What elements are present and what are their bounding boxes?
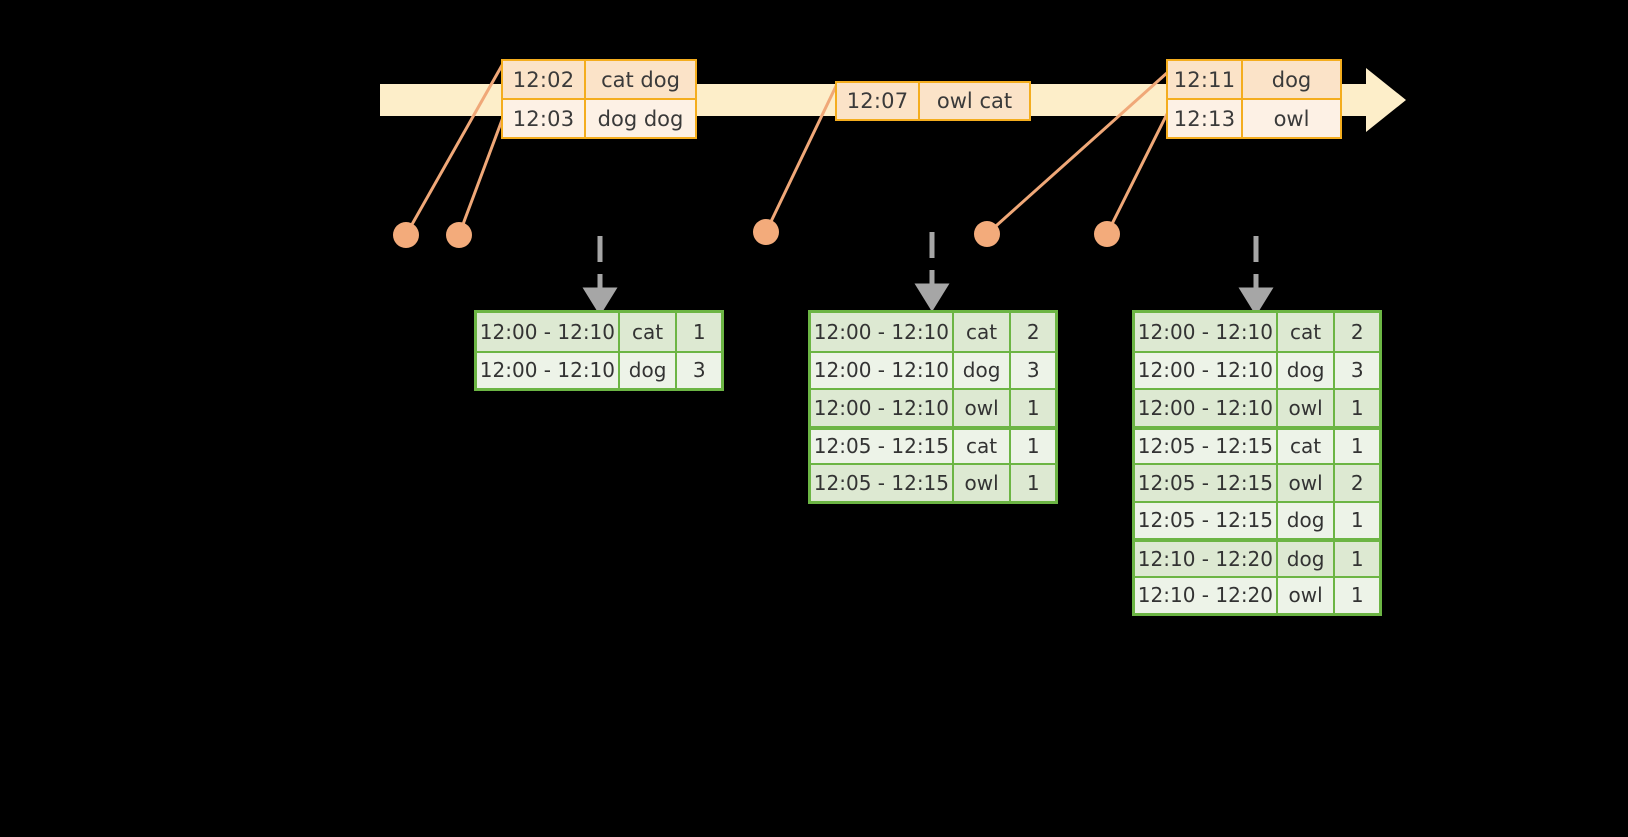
event-row: 12:13 owl [1168, 98, 1340, 137]
event-time: 12:13 [1168, 100, 1243, 137]
count-cell: 1 [692, 319, 706, 344]
event-time: 12:07 [837, 83, 920, 119]
event-words: dog [1271, 67, 1312, 92]
event-time: 12:11 [1168, 61, 1243, 98]
table-row: 12:05 - 12:15 cat 1 [1135, 425, 1379, 463]
event-words: owl cat [936, 89, 1013, 113]
event-group-3[interactable]: 12:11 dog 12:13 owl [1166, 59, 1342, 139]
count-cell: 1 [1350, 508, 1364, 533]
count-cell: 3 [1350, 358, 1364, 383]
count-cell: 1 [1026, 434, 1040, 459]
event-words: owl [1273, 106, 1310, 131]
window-cell: 12:10 - 12:20 [1135, 577, 1278, 613]
word-cell: dog [1278, 502, 1336, 538]
word-cell: owl [1278, 465, 1336, 501]
event-time: 12:02 [503, 61, 586, 98]
window-cell: 12:05 - 12:15 [1135, 465, 1278, 501]
table-row: 12:00 - 12:10 owl 1 [1135, 388, 1379, 426]
window-cell: 12:00 - 12:10 [1135, 390, 1278, 426]
table-row: 12:00 - 12:10 cat 2 [811, 313, 1055, 351]
event-time: 12:03 [503, 100, 586, 137]
table-row: 12:05 - 12:15 owl 1 [811, 463, 1055, 501]
window-cell: 12:05 - 12:15 [1135, 502, 1278, 538]
event-row: 12:11 dog [1168, 61, 1340, 98]
window-cell: 12:00 - 12:10 [811, 352, 954, 388]
word-cell: cat [1278, 429, 1336, 463]
count-cell: 1 [1350, 434, 1364, 459]
event-words: cat dog [601, 67, 680, 92]
window-cell: 12:05 - 12:15 [811, 465, 954, 501]
event-row: 12:02 cat dog [503, 61, 695, 98]
table-row: 12:00 - 12:10 owl 1 [811, 388, 1055, 426]
window-cell: 12:00 - 12:10 [1135, 313, 1278, 351]
count-cell: 3 [692, 358, 706, 383]
connector-dot-3 [753, 219, 779, 245]
word-cell: dog [954, 352, 1012, 388]
count-cell: 1 [1026, 470, 1040, 495]
event-group-1[interactable]: 12:02 cat dog 12:03 dog dog [501, 59, 697, 139]
event-row: 12:03 dog dog [503, 98, 695, 137]
word-cell: owl [954, 465, 1012, 501]
count-cell: 1 [1026, 395, 1040, 420]
word-cell: cat [620, 313, 678, 351]
timeline-arrow-head [1366, 68, 1406, 132]
window-cell: 12:05 - 12:15 [811, 429, 954, 463]
event-group-2[interactable]: 12:07 owl cat [835, 81, 1031, 121]
table-row: 12:00 - 12:10 cat 1 [477, 313, 721, 351]
count-cell: 2 [1350, 470, 1364, 495]
window-cell: 12:00 - 12:10 [477, 352, 620, 388]
event-row: 12:07 owl cat [837, 83, 1029, 119]
connector-dot-2 [446, 222, 472, 248]
word-cell: cat [954, 313, 1012, 351]
word-cell: owl [1278, 577, 1336, 613]
result-table-3[interactable]: 12:00 - 12:10 cat 2 12:00 - 12:10 dog 3 … [1132, 310, 1382, 616]
table-row: 12:10 - 12:20 owl 1 [1135, 575, 1379, 613]
table-row: 12:05 - 12:15 owl 2 [1135, 463, 1379, 501]
window-cell: 12:00 - 12:10 [811, 390, 954, 426]
result-table-2[interactable]: 12:00 - 12:10 cat 2 12:00 - 12:10 dog 3 … [808, 310, 1058, 504]
window-cell: 12:05 - 12:15 [1135, 429, 1278, 463]
table-row: 12:05 - 12:15 cat 1 [811, 425, 1055, 463]
word-cell: cat [1278, 313, 1336, 351]
word-cell: owl [1278, 390, 1336, 426]
word-cell: owl [954, 390, 1012, 426]
window-cell: 12:00 - 12:10 [1135, 352, 1278, 388]
window-cell: 12:10 - 12:20 [1135, 542, 1278, 576]
event-words: dog dog [597, 106, 684, 131]
table-row: 12:00 - 12:10 cat 2 [1135, 313, 1379, 351]
count-cell: 1 [1350, 395, 1364, 420]
count-cell: 2 [1350, 319, 1364, 344]
word-cell: dog [1278, 352, 1336, 388]
table-row: 12:00 - 12:10 dog 3 [811, 350, 1055, 388]
connector-dot-4 [974, 221, 1000, 247]
word-cell: cat [954, 429, 1012, 463]
table-row: 12:00 - 12:10 dog 3 [1135, 350, 1379, 388]
connector-dot-5 [1094, 221, 1120, 247]
count-cell: 3 [1026, 358, 1040, 383]
table-row: 12:00 - 12:10 dog 3 [477, 350, 721, 388]
count-cell: 2 [1026, 319, 1040, 344]
result-table-1[interactable]: 12:00 - 12:10 cat 1 12:00 - 12:10 dog 3 [474, 310, 724, 391]
word-cell: dog [620, 352, 678, 388]
word-cell: dog [1278, 542, 1336, 576]
count-cell: 1 [1350, 546, 1364, 571]
window-cell: 12:00 - 12:10 [477, 313, 620, 351]
count-cell: 1 [1350, 583, 1364, 608]
table-row: 12:10 - 12:20 dog 1 [1135, 538, 1379, 576]
table-row: 12:05 - 12:15 dog 1 [1135, 500, 1379, 538]
window-cell: 12:00 - 12:10 [811, 313, 954, 351]
connector-dot-1 [393, 222, 419, 248]
